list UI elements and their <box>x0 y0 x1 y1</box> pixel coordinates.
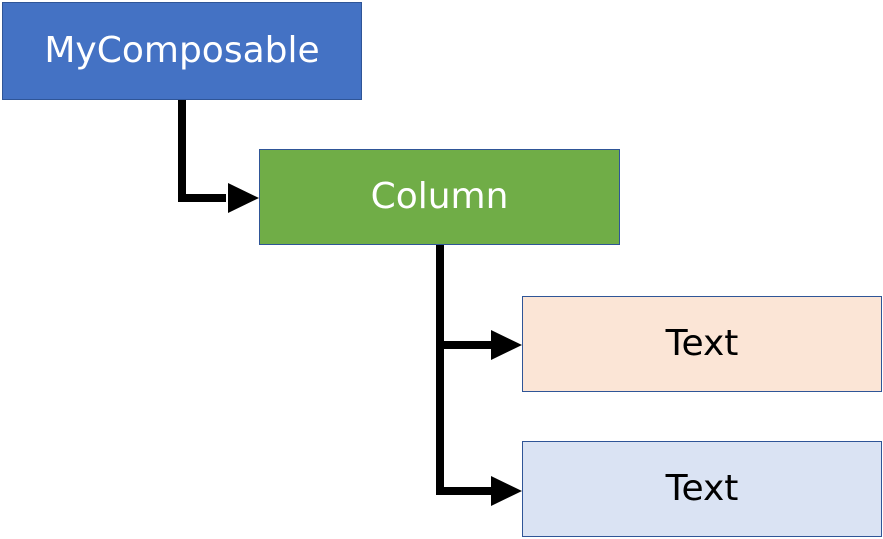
node-text-1: Text <box>522 296 882 392</box>
node-column-label: Column <box>370 176 509 217</box>
arrowhead-root-to-column <box>228 183 259 213</box>
node-text-2: Text <box>522 441 882 537</box>
edge-root-to-column <box>178 100 226 202</box>
node-mycomposable: MyComposable <box>2 2 362 100</box>
node-column: Column <box>259 149 620 245</box>
node-text-1-label: Text <box>665 323 739 364</box>
arrowhead-column-to-text2 <box>491 476 522 506</box>
node-text-2-label: Text <box>665 468 739 509</box>
arrowhead-column-to-text1 <box>491 330 522 360</box>
node-mycomposable-label: MyComposable <box>44 30 320 71</box>
